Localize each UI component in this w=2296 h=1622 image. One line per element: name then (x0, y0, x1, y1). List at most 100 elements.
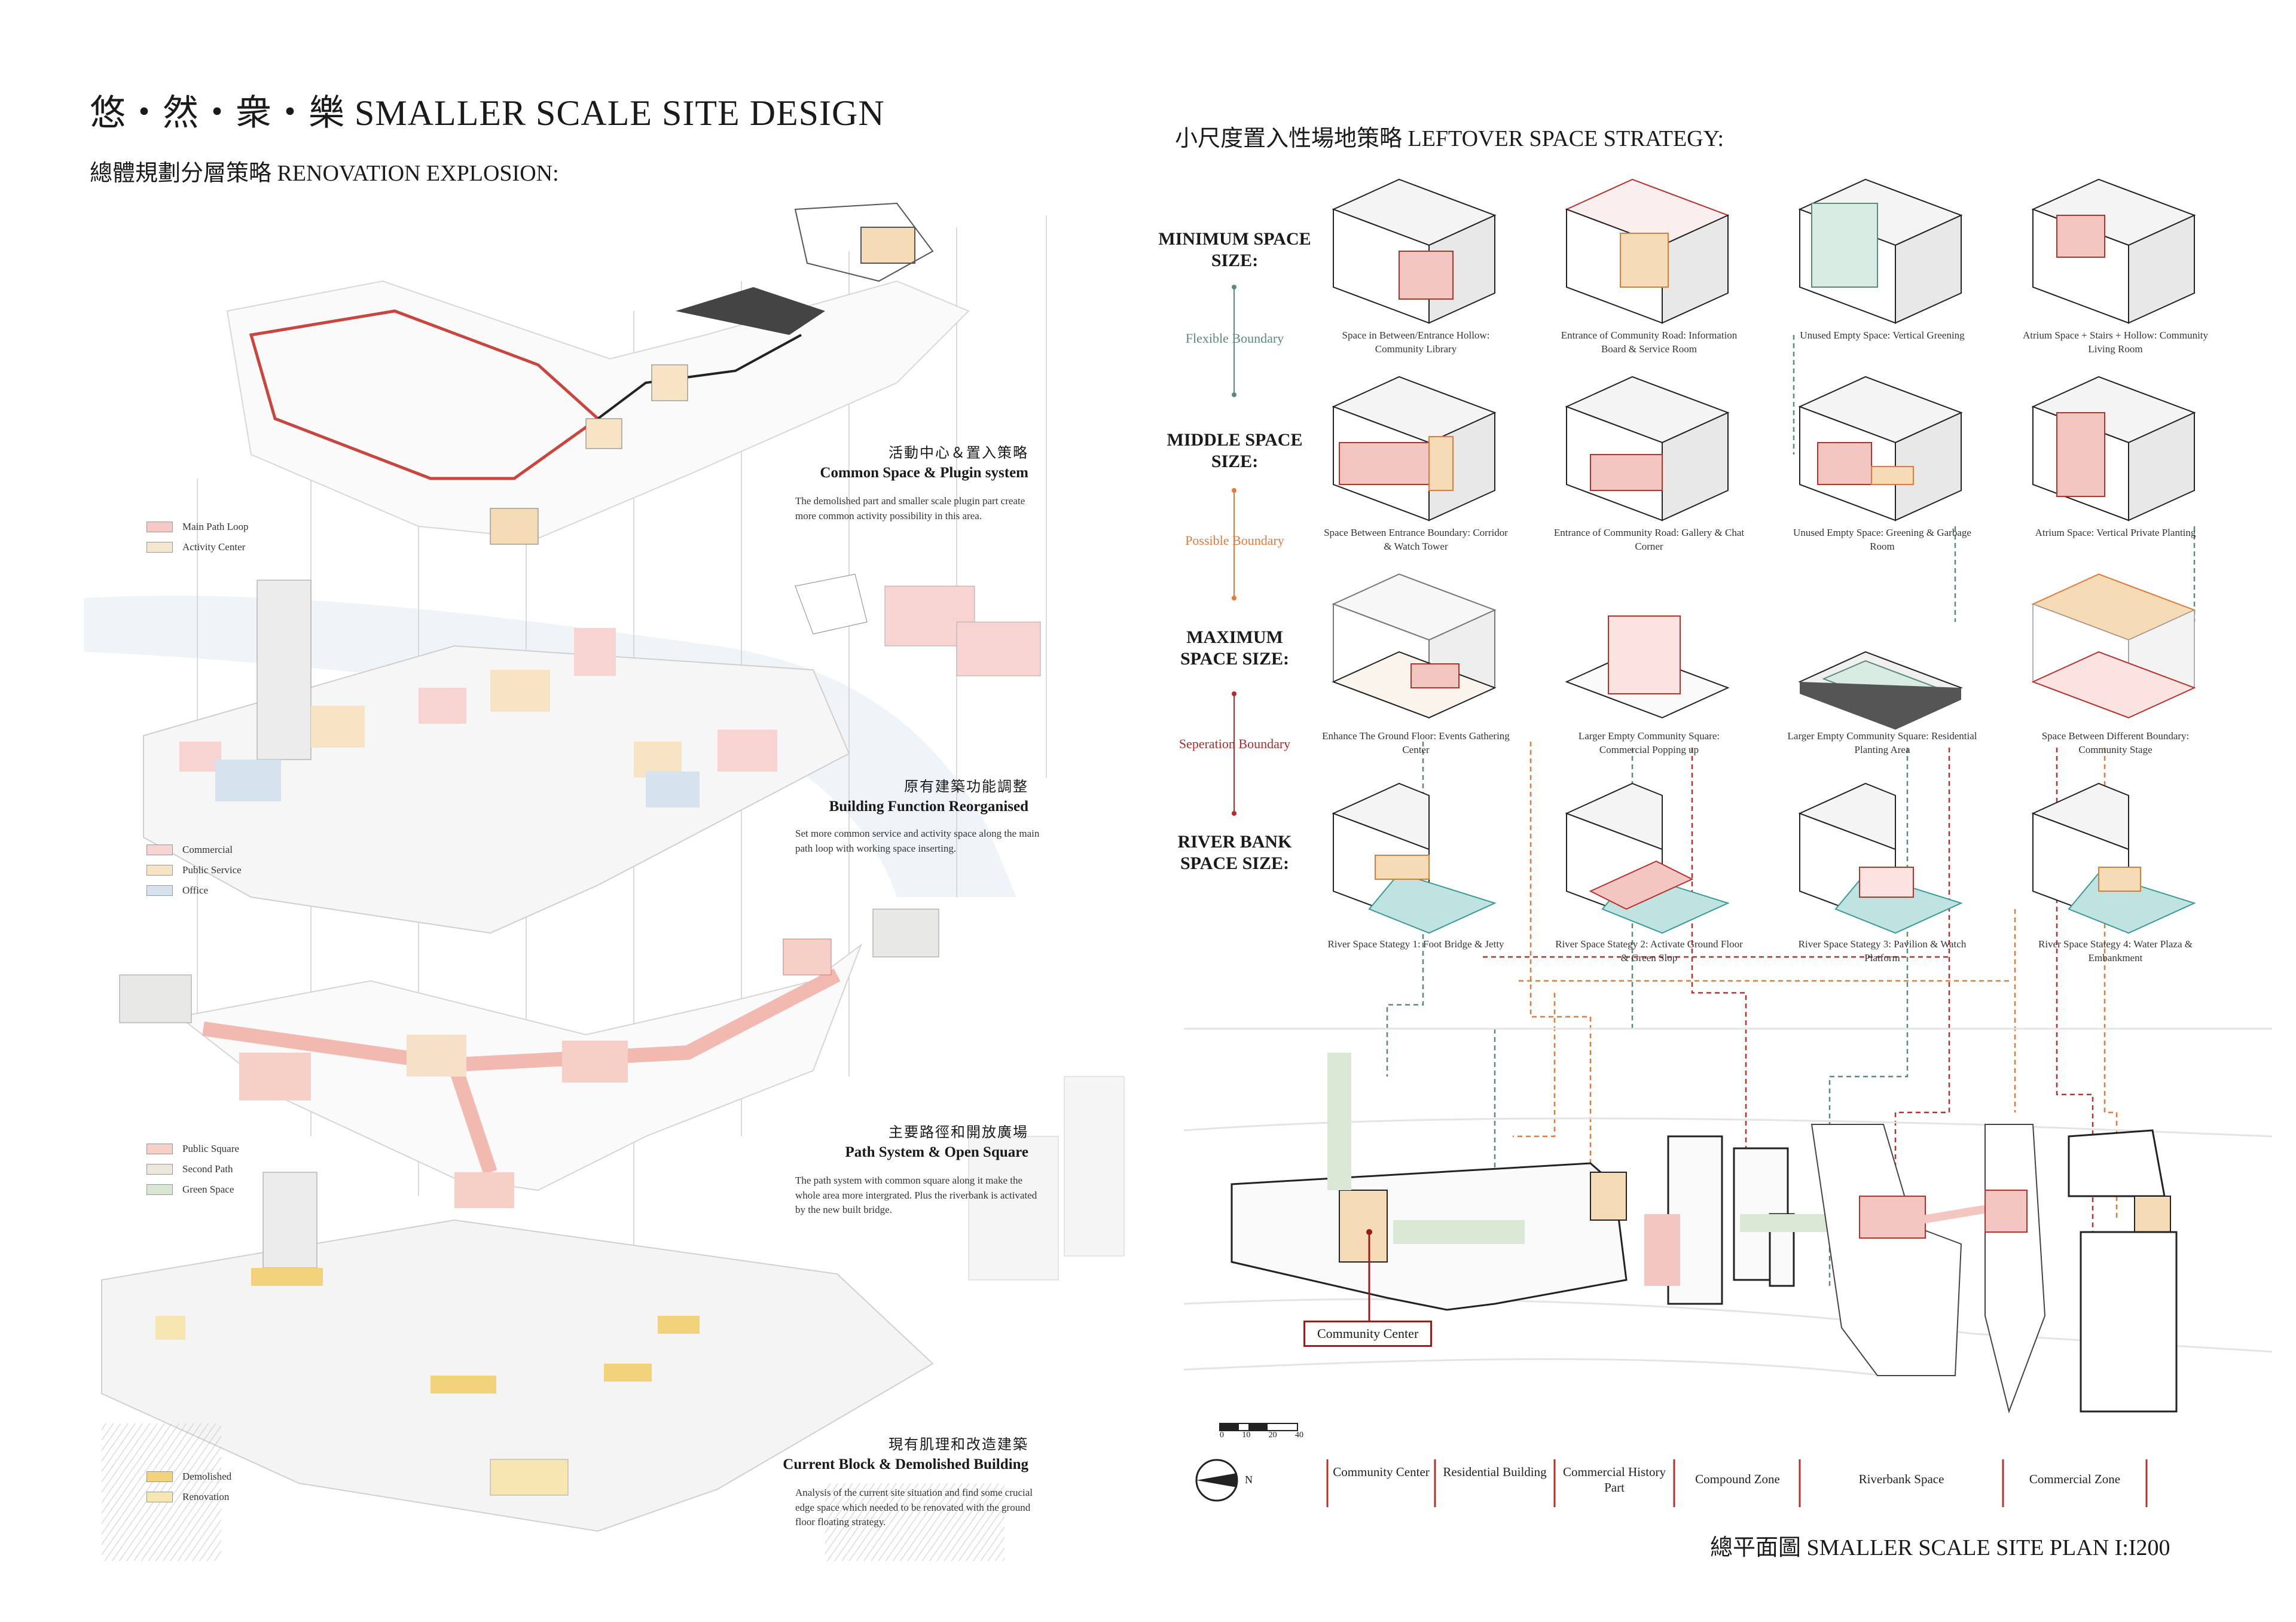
cube-min-3 (1798, 178, 1963, 324)
layer-1-desc: The demolished part and smaller scale pl… (795, 495, 1025, 522)
caption: Unused Empty Space: Vertical Greening (1800, 330, 1965, 341)
legend-label: Commercial (182, 844, 233, 855)
legend-label: Main Path Loop (182, 521, 249, 532)
layer-building-function (143, 574, 1041, 934)
legend-swatch (146, 542, 173, 553)
layer-path-system (119, 908, 939, 1208)
explosion-subtitle: 總體規劃分層策略 RENOVATION EXPLOSION: (90, 161, 559, 186)
layer-2-desc: Set more common service and activity spa… (795, 828, 1040, 854)
boundary-separation: Seperation Boundary (1178, 736, 1291, 751)
legend-swatch (146, 1144, 173, 1154)
cube-river-3 (1798, 782, 1963, 934)
legend-item: Office (146, 880, 242, 901)
legend-item: Public Service (146, 860, 242, 880)
legend-item: Demolished (146, 1466, 231, 1487)
layer-3-desc: The path system with common square along… (795, 1175, 1037, 1216)
legend-label: Green Space (182, 1184, 234, 1195)
zone-commercial-history: Commercial History Part (1562, 1465, 1666, 1495)
legend-swatch (146, 844, 173, 855)
zone-riverbank: Riverbank Space (1858, 1472, 1944, 1486)
caption: Atrium Space: Vertical Private Planting (2035, 527, 2196, 538)
layer-3-en: Path System & Open Square (845, 1144, 1028, 1161)
legend-layer-3: Public Square Second Path Green Space (146, 1139, 239, 1200)
legend-item: Public Square (146, 1139, 239, 1159)
legend-label: Activity Center (182, 541, 246, 553)
cube-river-4 (2031, 782, 2196, 934)
legend-swatch (146, 1471, 173, 1482)
page-title: 悠・然・衆・樂 SMALLER SCALE SITE DESIGN (90, 93, 885, 133)
caption: Entrance of Community Road: Gallery & Ch… (1553, 527, 1745, 552)
legend-item: Second Path (146, 1159, 239, 1179)
caption: Larger Empty Community Square: Commercia… (1578, 730, 1720, 755)
cube-mid-3 (1798, 376, 1963, 522)
caption: River Space Stategy 4: Water Plaza & Emb… (2038, 938, 2193, 964)
caption: Space in Between/Entrance Hollow: Commun… (1342, 330, 1490, 355)
caption: Larger Empty Community Square: Residenti… (1787, 730, 1977, 755)
cube-max-4 (2031, 573, 2196, 719)
legend-label: Demolished (182, 1471, 232, 1482)
legend-label: Office (182, 885, 209, 896)
cube-min-4 (2031, 178, 2196, 324)
legend-swatch (146, 885, 173, 896)
layer-1-title: 活動中心＆置入策略 Common Space & Plugin system (694, 444, 1028, 483)
layer-2-title: 原有建築功能調整 Building Function Reorganised (694, 778, 1028, 817)
legend-layer-1: Main Path Loop Activity Center (146, 517, 249, 557)
legend-swatch (146, 1184, 173, 1195)
row-label-river: RIVER BANK SPACE SIZE: (1177, 832, 1292, 873)
legend-item: Commercial (146, 840, 242, 860)
layer-3-title: 主要路徑和開放廣場 Path System & Open Square (694, 1123, 1028, 1163)
strategy-subtitle: 小尺度置入性場地策略 LEFTOVER SPACE STRATEGY: (1175, 126, 1724, 151)
caption: Entrance of Community Road: Information … (1561, 330, 1738, 355)
caption: River Space Stategy 2: Activate Ground F… (1555, 938, 1743, 964)
cube-max-1 (1332, 573, 1497, 719)
layer-4-zh: 現有肌理和改造建築 (889, 1437, 1028, 1453)
legend-label: Public Square (182, 1143, 239, 1154)
legend-layer-2: Commercial Public Service Office (146, 840, 242, 901)
legend-item: Main Path Loop (146, 517, 249, 537)
layer-1-zh: 活動中心＆置入策略 (889, 446, 1028, 461)
legend-label: Public Service (182, 864, 242, 876)
zone-compound: Compound Zone (1695, 1472, 1780, 1486)
legend-item: Activity Center (146, 537, 249, 557)
north-arrow-icon (1195, 1459, 1238, 1502)
scale-tick: 10 (1242, 1431, 1251, 1440)
layer-4-en: Current Block & Demolished Building (783, 1456, 1028, 1473)
legend-swatch (146, 1492, 173, 1502)
explosion-diagram (84, 202, 1125, 1561)
north-label: N (1245, 1474, 1253, 1486)
cube-min-2 (1565, 178, 1730, 324)
legend-swatch (146, 865, 173, 876)
layer-current-block (101, 1076, 1125, 1561)
cube-mid-2 (1565, 376, 1730, 522)
layer-1-en: Common Space & Plugin system (820, 465, 1028, 481)
layer-2-en: Building Function Reorganised (829, 798, 1028, 815)
layer-2-zh: 原有建築功能調整 (904, 779, 1028, 795)
legend-item: Renovation (146, 1487, 231, 1507)
cube-max-2 (1565, 615, 1730, 719)
caption: Atrium Space + Stairs + Hollow: Communit… (2022, 330, 2209, 355)
scale-tick: 20 (1268, 1431, 1277, 1440)
scale-tick: 40 (1294, 1431, 1303, 1440)
cube-river-1 (1332, 782, 1497, 934)
cube-min-1 (1332, 178, 1497, 324)
caption: Unused Empty Space: Greening & Garbage R… (1793, 527, 1971, 552)
legend-swatch (146, 1164, 173, 1175)
cube-mid-4 (2031, 376, 2196, 522)
row-label-max: MAXIMUM SPACE SIZE: (1180, 627, 1289, 669)
layer-3-zh: 主要路徑和開放廣場 (889, 1125, 1028, 1141)
site-plan (1183, 1028, 2273, 1507)
caption: River Space Stategy 1: Foot Bridge & Jet… (1327, 938, 1504, 950)
legend-label: Second Path (182, 1163, 233, 1175)
scale-tick: 0 (1220, 1431, 1224, 1440)
legend-layer-4: Demolished Renovation (146, 1466, 231, 1507)
caption: Space Between Entrance Boundary: Corrido… (1324, 527, 1508, 552)
strategy-diagram (1183, 178, 2273, 1507)
legend-label: Renovation (182, 1491, 230, 1502)
legend-swatch (146, 522, 173, 532)
boundary-possible: Possible Boundary (1185, 533, 1284, 548)
row-label-mid: MIDDLE SPACE SIZE: (1167, 430, 1303, 471)
caption: Space Between Different Boundary: Commun… (2041, 730, 2190, 755)
scale-bar (1219, 1423, 1298, 1431)
zone-community-center: Community Center (1333, 1465, 1430, 1479)
caption: Enhance The Ground Floor: Events Gatheri… (1322, 730, 1510, 755)
